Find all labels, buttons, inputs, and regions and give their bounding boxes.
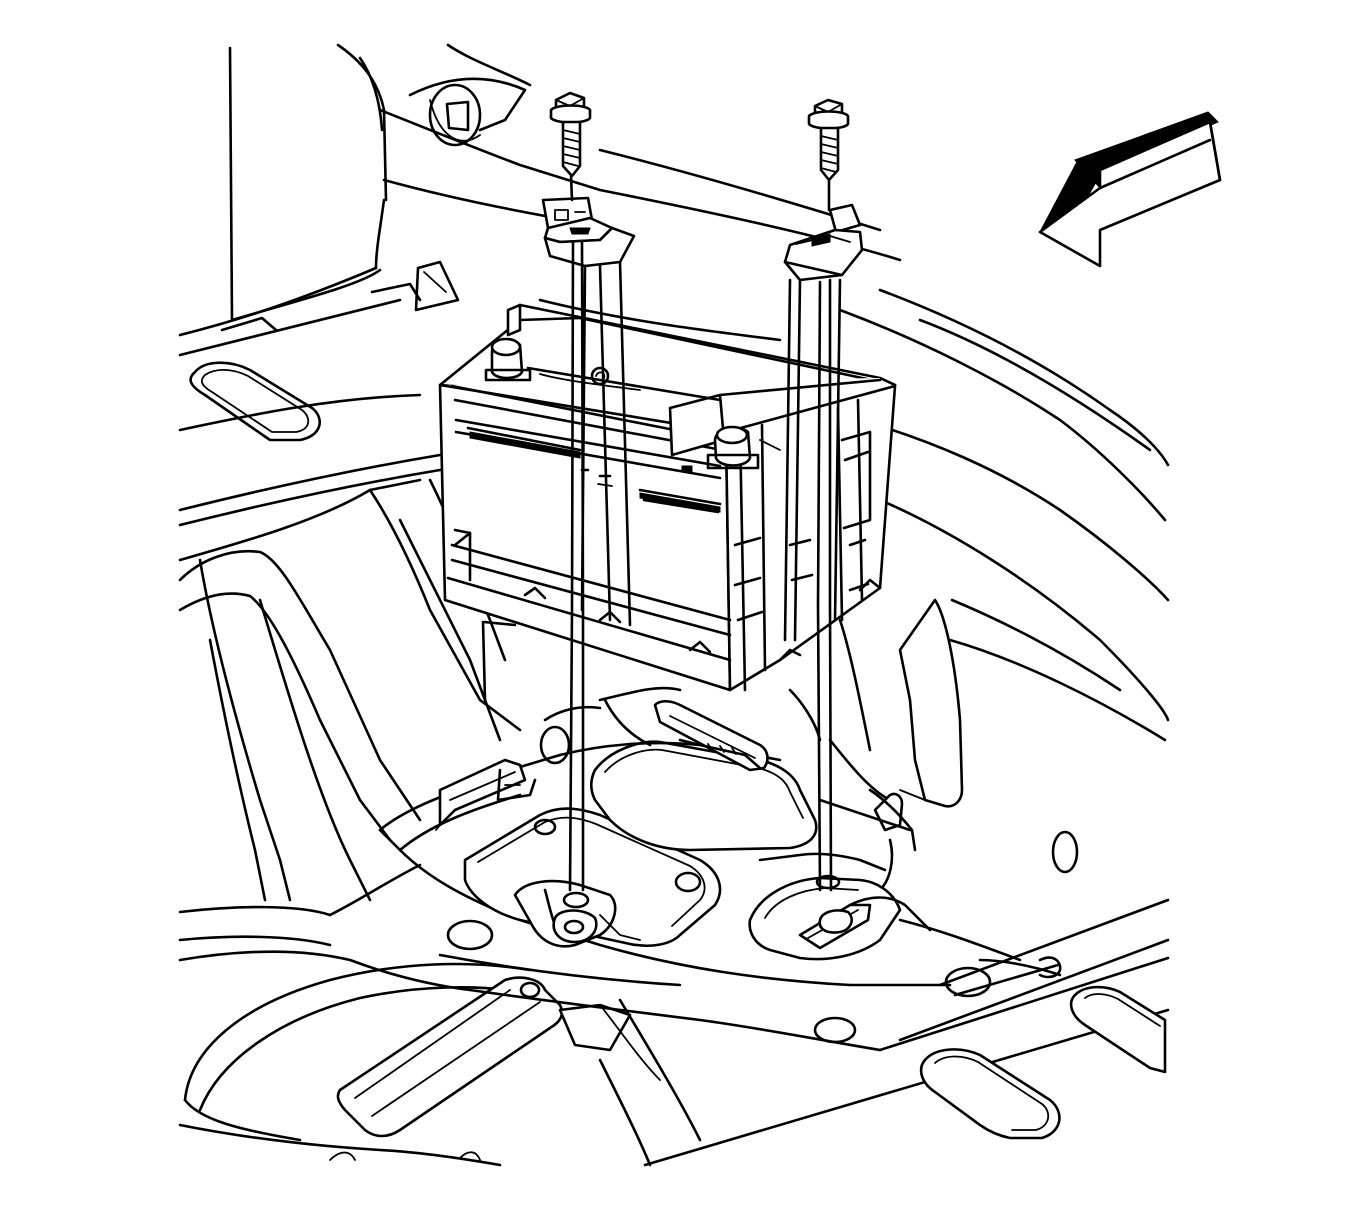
left-floor-channel	[178, 393, 522, 992]
right-floor-sill	[643, 898, 1170, 1167]
floor-bolt-bosses	[446, 830, 1079, 1044]
battery	[438, 303, 897, 692]
left-floor-pad	[189, 361, 322, 442]
hold-down-clamp-right	[783, 203, 864, 892]
spare-tire-well	[178, 962, 702, 1167]
rear-wall	[178, 43, 460, 357]
bolt-right	[807, 98, 850, 212]
hold-down-clamp-left	[541, 196, 636, 892]
view-direction-arrow-icon	[1038, 111, 1222, 268]
battery-tray-floor	[328, 598, 964, 1052]
bolt-left	[549, 91, 592, 202]
